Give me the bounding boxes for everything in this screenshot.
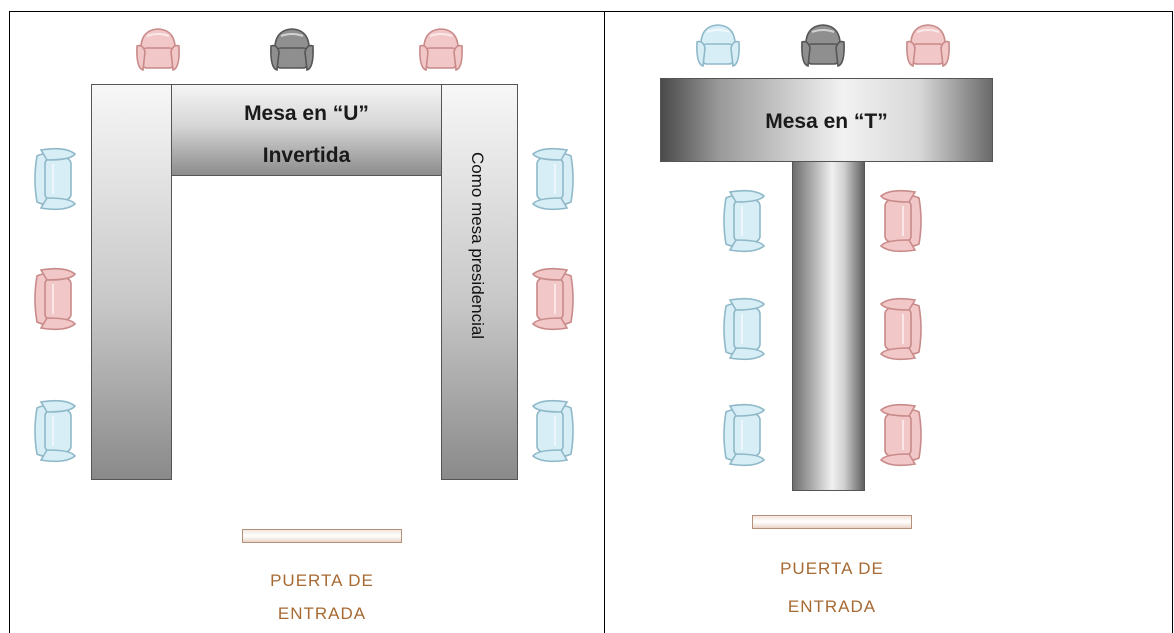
- u-table-top: [171, 84, 442, 176]
- chair-blue-icon: [720, 402, 770, 468]
- entrance-door: [242, 529, 402, 543]
- entrance-door-label-line1: PUERTA DE: [270, 571, 374, 590]
- chair-gray-icon: [798, 20, 848, 70]
- t-table-top: [660, 78, 993, 162]
- chair-red-icon: [527, 266, 577, 332]
- u-table-label-line2: Invertida: [262, 144, 351, 167]
- chair-red-icon: [31, 266, 81, 332]
- presidential-table-label: Como mesa presidencial: [468, 152, 487, 340]
- chair-red-icon: [875, 188, 925, 254]
- chair-gray-icon: [267, 24, 317, 74]
- diagram-frame: [9, 11, 1173, 633]
- chair-blue-icon: [31, 398, 81, 464]
- frame-right-edge: [1172, 11, 1173, 633]
- chair-blue-icon: [31, 146, 81, 212]
- chair-red-icon: [903, 20, 953, 70]
- entrance-door-label-line1: PUERTA DE: [780, 559, 884, 578]
- chair-blue-icon: [693, 20, 743, 70]
- chair-blue-icon: [720, 188, 770, 254]
- chair-red-icon: [875, 296, 925, 362]
- chair-blue-icon: [527, 146, 577, 212]
- chair-red-icon: [133, 24, 183, 74]
- t-table-stem: [792, 160, 865, 491]
- chair-blue-icon: [720, 296, 770, 362]
- u-table-label-line1: Mesa en “U”: [244, 102, 369, 125]
- u-table-right-leg: [441, 84, 518, 480]
- chair-blue-icon: [527, 398, 577, 464]
- entrance-door-label-line2: ENTRADA: [277, 604, 367, 623]
- entrance-door-label-line2: ENTRADA: [787, 597, 877, 616]
- u-table-left-leg: [91, 84, 172, 480]
- t-table-label: Mesa en “T”: [765, 110, 888, 133]
- chair-red-icon: [416, 24, 466, 74]
- panel-divider: [604, 11, 605, 633]
- chair-red-icon: [875, 402, 925, 468]
- entrance-door: [752, 515, 912, 529]
